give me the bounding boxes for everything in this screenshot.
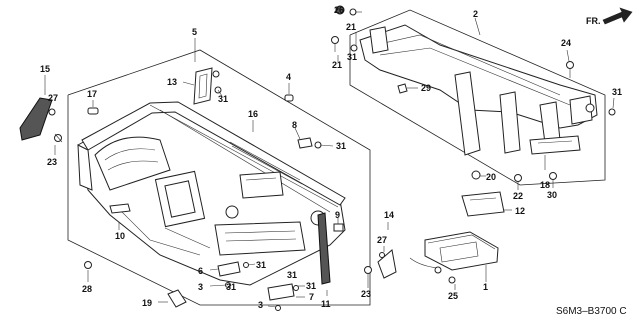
part-29 bbox=[397, 83, 408, 94]
callout-17: 17 bbox=[87, 89, 97, 99]
callout-29: 29 bbox=[421, 83, 431, 93]
callout-18: 18 bbox=[540, 180, 550, 190]
callout-22: 22 bbox=[513, 191, 523, 201]
callout-14: 14 bbox=[384, 210, 394, 220]
part-18 bbox=[529, 135, 581, 155]
callout-31c: 31 bbox=[256, 260, 266, 270]
callout-31a: 31 bbox=[218, 94, 228, 104]
callout-31f: 31 bbox=[226, 282, 236, 292]
callout-5: 5 bbox=[192, 27, 197, 37]
callout-30: 30 bbox=[547, 190, 557, 200]
callout-25: 25 bbox=[448, 291, 458, 301]
leader-lines bbox=[44, 11, 615, 308]
part-26 bbox=[335, 5, 345, 15]
callout-31h: 31 bbox=[347, 52, 357, 62]
callout-31d: 31 bbox=[306, 281, 316, 291]
callout-3a: 3 bbox=[198, 282, 203, 292]
callout-20: 20 bbox=[486, 172, 496, 182]
callout-11: 11 bbox=[321, 299, 331, 309]
callout-15: 15 bbox=[40, 64, 50, 74]
diagram-code: S6M3–B3700 C bbox=[556, 306, 627, 317]
part-19 bbox=[167, 289, 187, 308]
callout-6: 6 bbox=[198, 266, 203, 276]
callout-12: 12 bbox=[515, 206, 525, 216]
direction-label: FR. bbox=[586, 16, 601, 26]
callout-7: 7 bbox=[309, 292, 314, 302]
side-trim-11 bbox=[317, 212, 331, 285]
callout-9: 9 bbox=[335, 210, 340, 220]
side-cover-15 bbox=[19, 97, 53, 141]
callout-23b: 23 bbox=[361, 289, 371, 299]
callout-27b: 27 bbox=[377, 235, 387, 245]
callout-31e: 31 bbox=[612, 87, 622, 97]
front-direction-arrow-icon: FR. bbox=[586, 7, 633, 26]
instrument-panel-group bbox=[67, 49, 371, 306]
callout-21a: 21 bbox=[346, 22, 356, 32]
part-4 bbox=[284, 94, 294, 102]
part-8 bbox=[297, 137, 313, 149]
callout-26: 26 bbox=[334, 5, 344, 15]
callout-10: 10 bbox=[115, 231, 125, 241]
callout-24: 24 bbox=[561, 38, 571, 48]
callout-19: 19 bbox=[142, 298, 152, 308]
callout-27a: 27 bbox=[48, 93, 58, 103]
callout-8: 8 bbox=[292, 120, 297, 130]
bracket-13 bbox=[193, 67, 222, 105]
callout-13: 13 bbox=[167, 77, 177, 87]
steering-hanger-beam-group bbox=[349, 9, 606, 186]
part-14 bbox=[377, 249, 397, 279]
callout-16: 16 bbox=[248, 109, 258, 119]
callout-31g: 31 bbox=[287, 270, 297, 280]
callout-1: 1 bbox=[483, 282, 488, 292]
part-9 bbox=[333, 223, 344, 232]
callout-31b: 31 bbox=[336, 141, 346, 151]
part-17 bbox=[87, 107, 99, 115]
callout-21b: 21 bbox=[332, 60, 342, 70]
callout-3b: 3 bbox=[258, 300, 263, 310]
airbag-module-1 bbox=[409, 231, 499, 284]
callout-2: 2 bbox=[473, 9, 478, 19]
part-12 bbox=[461, 191, 505, 217]
part-10 bbox=[109, 203, 131, 214]
callout-4: 4 bbox=[286, 72, 291, 82]
callout-labels: 1 2 3 3 4 5 6 7 8 9 10 11 12 13 14 15 16… bbox=[40, 5, 622, 310]
callout-23a: 23 bbox=[47, 157, 57, 167]
callout-28: 28 bbox=[82, 284, 92, 294]
